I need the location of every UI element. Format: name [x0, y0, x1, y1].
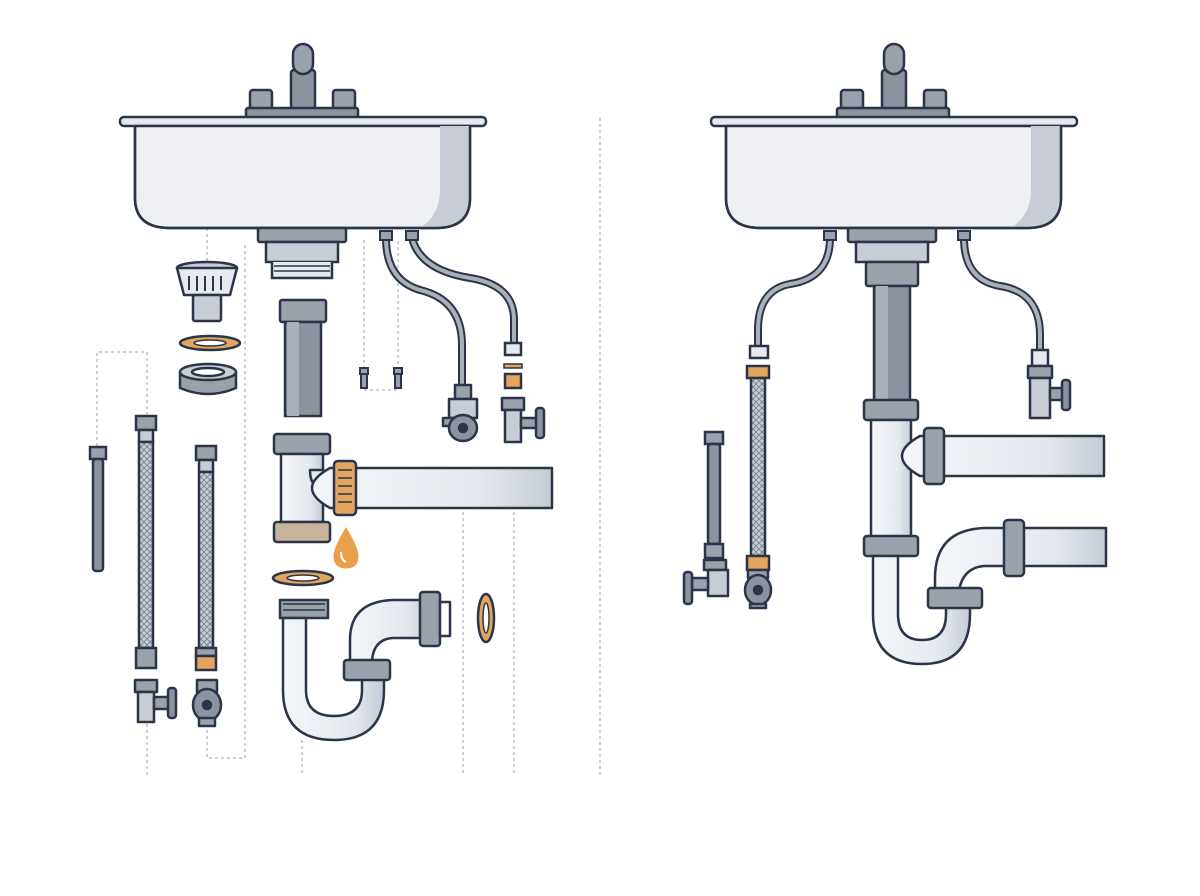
- shutoff-valve-icon: [500, 396, 546, 444]
- faucet: [835, 42, 951, 120]
- mounting-screws: [359, 367, 403, 389]
- faucet: [244, 42, 360, 120]
- sink-basin-icon: [118, 115, 488, 230]
- exploded-view: [88, 42, 601, 775]
- p-trap: [278, 590, 452, 742]
- drain-tailpiece: [846, 226, 938, 402]
- drain-arm: [310, 459, 554, 517]
- supply-rod: [88, 445, 108, 573]
- tee-fitting: [862, 398, 920, 558]
- braided-supply-hose: [194, 444, 218, 672]
- sink-basin-icon: [709, 115, 1079, 230]
- shutoff-valve-icon: [1026, 348, 1072, 420]
- braided-supply-hose: [745, 364, 771, 572]
- supply-rod: [703, 430, 725, 560]
- supply-hoses-top: [379, 230, 518, 392]
- supply-hoses: [754, 230, 1044, 356]
- p-trap: [871, 518, 1108, 666]
- locknut: [178, 362, 238, 396]
- braided-supply-hose: [134, 414, 158, 670]
- drain-arm-upper: [900, 426, 1106, 486]
- shutoff-valve-icon: [682, 558, 730, 606]
- brass-gasket: [178, 334, 242, 352]
- hose-fittings-right: [503, 341, 523, 390]
- shutoff-valve-icon: [133, 678, 178, 724]
- shutoff-valve-icon: [441, 383, 479, 443]
- strainer-basket: [175, 260, 239, 323]
- assembled-view: [682, 42, 1108, 666]
- water-drop-icon: [333, 527, 359, 569]
- slip-washer: [271, 569, 335, 587]
- shutoff-valve-icon: [743, 568, 773, 610]
- shutoff-valve-icon: [191, 678, 223, 728]
- guide-lines: [96, 118, 601, 775]
- hose-end-left: [748, 344, 770, 360]
- tailpiece: [278, 298, 328, 418]
- drain-flange: [256, 226, 348, 280]
- ring-gasket: [476, 592, 496, 644]
